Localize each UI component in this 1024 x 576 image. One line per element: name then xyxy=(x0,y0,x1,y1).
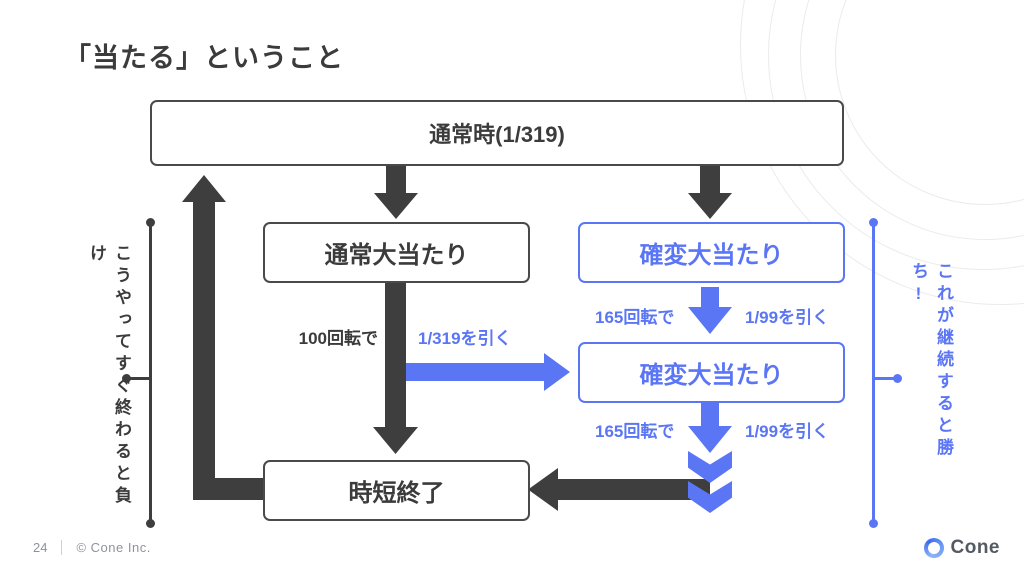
arrow-draw-1-319-shaft xyxy=(405,363,546,381)
side-note-left: こうやってすぐ終わると負け xyxy=(87,244,131,508)
box-jitan-end-label: 時短終了 xyxy=(348,480,445,507)
box-kakuhen-jackpot-2: 確変大当たり xyxy=(578,342,845,403)
arrow-draw-1-319-head xyxy=(544,353,570,391)
page-number: 24 xyxy=(33,540,48,555)
arrow-top-to-normal-shaft xyxy=(386,166,406,194)
box-normal-state-label: 通常時(1/319) xyxy=(429,122,565,147)
arrow-kakuhen-to-jitan-head xyxy=(528,468,558,511)
left-bracket-tick-dot xyxy=(122,374,131,383)
box-kakuhen-jackpot-1: 確変大当たり xyxy=(578,222,845,283)
left-bracket-line xyxy=(149,222,152,523)
footer-divider xyxy=(61,540,63,555)
box-jitan-end: 時短終了 xyxy=(263,460,530,521)
arrow-top-to-kakuhen-head xyxy=(688,193,732,219)
label-spins-165-a: 165回転で xyxy=(595,308,675,327)
arrow-kakuhen1-to-2-shaft xyxy=(701,287,719,309)
cone-logo-text: Cone xyxy=(950,537,1000,558)
side-note-right: これが継続すると勝ち! xyxy=(909,262,953,460)
label-spins-100: 100回転で xyxy=(298,329,378,348)
cone-logo: Cone xyxy=(923,537,1001,559)
footer: 24 © Cone Inc. xyxy=(33,540,151,555)
arrow-normal-to-jitan-shaft xyxy=(385,282,406,429)
arrow-normal-to-jitan-head xyxy=(373,427,418,454)
arrow-kakuhen-loop-shaft xyxy=(701,402,719,428)
box-kakuhen-jackpot-2-label: 確変大当たり xyxy=(639,362,784,389)
cone-logo-icon xyxy=(923,538,944,558)
arrow-kakuhen1-to-2-head xyxy=(688,307,732,334)
left-bracket-tick xyxy=(127,377,150,380)
box-normal-state: 通常時(1/319) xyxy=(150,100,844,166)
arrow-kakuhen-loop-head xyxy=(688,426,732,453)
left-bracket-dot-bottom xyxy=(146,519,155,528)
copyright-text: © Cone Inc. xyxy=(76,540,151,555)
box-normal-jackpot: 通常大当たり xyxy=(263,222,530,283)
left-bracket-dot-top xyxy=(146,218,155,227)
arrow-kakuhen-to-jitan-shaft xyxy=(552,479,710,500)
label-draw-1-319: 1/319を引く xyxy=(418,329,512,348)
label-spins-165-b: 165回転で xyxy=(595,422,675,441)
arrow-top-to-kakuhen-shaft xyxy=(700,166,720,194)
label-draw-1-99-a: 1/99を引く xyxy=(745,308,830,327)
arrow-return-head xyxy=(182,175,226,202)
arrow-top-to-normal-head xyxy=(374,193,418,219)
box-normal-jackpot-label: 通常大当たり xyxy=(324,242,469,269)
box-kakuhen-jackpot-1-label: 確変大当たり xyxy=(639,242,784,269)
right-bracket-dot-bottom xyxy=(869,519,878,528)
label-draw-1-99-b: 1/99を引く xyxy=(745,422,830,441)
right-bracket-line xyxy=(872,222,875,523)
page-title: 「当たる」ということ xyxy=(64,43,344,73)
arrow-kakuhen-loop-chevron-2 xyxy=(688,481,732,513)
right-bracket-tick-dot xyxy=(893,374,902,383)
arrow-return-vertical xyxy=(193,199,215,500)
right-bracket-tick xyxy=(874,377,897,380)
right-bracket-dot-top xyxy=(869,218,878,227)
